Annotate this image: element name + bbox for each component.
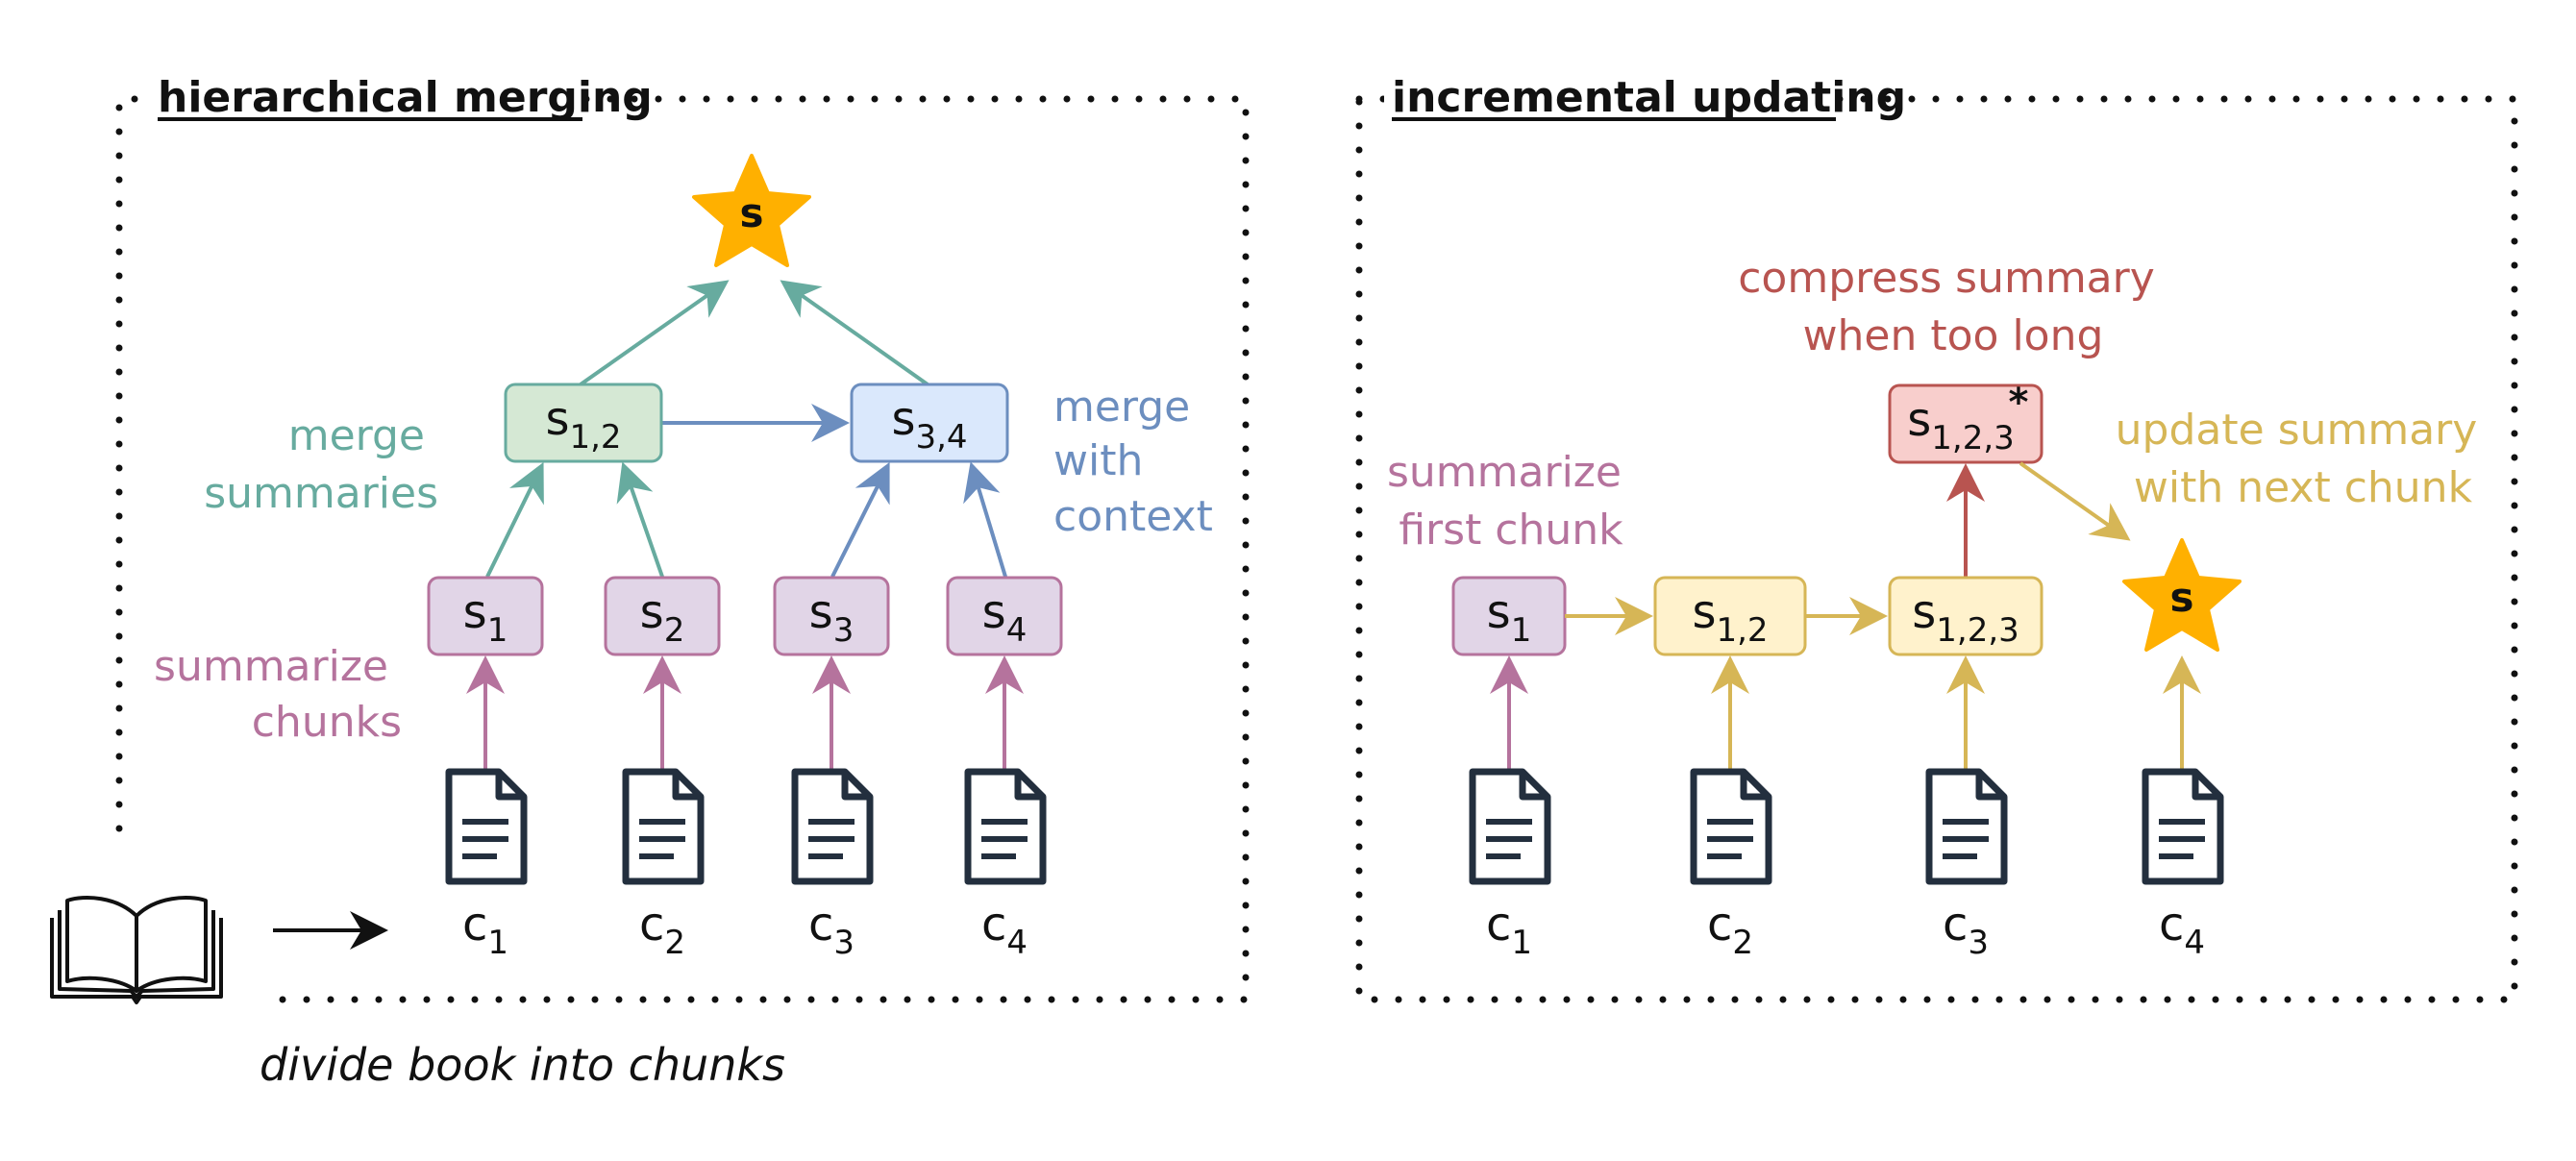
arrow-s4-to-s34 [963, 461, 1007, 578]
summary-node-s3-sub: 3 [833, 611, 855, 650]
merge-node-s12: s1,2 [504, 383, 663, 463]
document-icon [1469, 768, 1551, 885]
summary-node-s4-sub: 4 [1006, 611, 1028, 650]
chunk-label-c2: c2 [1707, 898, 1753, 962]
annotation-merge-with-context: merge with context [1053, 383, 1213, 541]
summary-node-s4: s4 [946, 576, 1063, 656]
chain-node-s1: s1 [1451, 576, 1567, 656]
svg-text:s1,2: s1,2 [545, 392, 621, 457]
arrow-s3-to-s34 [830, 461, 890, 578]
summary-node-s3: s3 [773, 576, 890, 656]
summary-node-s3-base: s [809, 585, 833, 639]
svg-text:s1,2,3: s1,2,3 [1907, 393, 2015, 457]
book-icon [50, 896, 223, 1004]
summary-node-s1: s1 [427, 576, 544, 656]
summary-node-s2-base: s [640, 585, 664, 639]
merge-node-s34-base: s [891, 392, 915, 446]
arrow-compressed-to-final [2019, 461, 2131, 541]
svg-text:s4: s4 [982, 585, 1028, 650]
annotation-update-summary: update summary with next chunk [2116, 406, 2491, 512]
chunk-label-c4: c4 [981, 898, 1028, 962]
arrow-s2-to-s12 [616, 461, 664, 578]
chain-node-s1-sub: 1 [1511, 611, 1532, 650]
chain-node-s1-base: s [1487, 585, 1511, 639]
svg-text:s1: s1 [463, 585, 508, 650]
svg-text:s1,2: s1,2 [1692, 585, 1768, 650]
document-icon [622, 768, 705, 885]
summary-node-s2: s2 [604, 576, 721, 656]
merge-node-s12-base: s [545, 392, 569, 446]
final-summary-label: s [2170, 574, 2194, 621]
summary-node-s2-sub: 2 [664, 611, 685, 650]
chunk-label-c2: c2 [639, 898, 685, 962]
svg-text:s3: s3 [809, 585, 855, 650]
caption-divide-book: divide book into chunks [260, 1039, 785, 1091]
left-panel-title: hierarchical merging [158, 73, 653, 122]
svg-text:s1: s1 [1487, 585, 1532, 650]
annotation-summarize-first-chunk: summarize first chunk [1387, 448, 1635, 555]
annotation-compress-summary: compress summary when too long [1738, 254, 2168, 360]
arrow-s1-to-s12 [485, 461, 544, 578]
left-panel: hierarchical merging s s1,2 s3,4 [115, 67, 1250, 1003]
document-icon [964, 768, 1047, 885]
chain-node-s12-base: s [1692, 585, 1716, 639]
compressed-node-mark: * [2009, 381, 2029, 425]
chunk-label-c3: c3 [808, 898, 855, 962]
arrow-s12-to-root [579, 280, 730, 386]
summary-node-s4-base: s [982, 585, 1006, 639]
left-panel-border [115, 95, 1250, 1003]
compressed-node-s123: s1,2,3 * [1888, 381, 2043, 464]
chain-node-s123-base: s [1912, 585, 1936, 639]
right-panel-title: incremental updating [1392, 73, 1906, 122]
document-icon [1925, 768, 2008, 885]
merge-node-s12-sub: 1,2 [569, 418, 621, 457]
chunk-label-c1: c1 [462, 898, 508, 962]
root-summary-label: s [740, 189, 764, 236]
document-icon [1690, 768, 1772, 885]
summary-node-s1-base: s [463, 585, 487, 639]
merge-node-s34: s3,4 [850, 383, 1009, 463]
arrow-s34-to-root [780, 280, 929, 386]
right-panel: incremental updating compress summary wh… [1355, 67, 2518, 1003]
svg-text:s3,4: s3,4 [891, 392, 967, 457]
merge-node-s34-sub: 3,4 [915, 418, 967, 457]
document-icon [791, 768, 874, 885]
summary-node-s1-sub: 1 [487, 611, 508, 650]
chain-node-s12-sub: 1,2 [1716, 611, 1768, 650]
final-summary-star: s [2122, 538, 2242, 652]
chain-node-s12: s1,2 [1653, 576, 1807, 656]
chunk-label-c3: c3 [1943, 898, 1989, 962]
root-summary-star: s [692, 154, 811, 267]
compressed-node-sub: 1,2,3 [1931, 419, 2015, 457]
chain-node-s123-sub: 1,2,3 [1936, 611, 2019, 650]
document-icon [445, 768, 528, 885]
annotation-merge-summaries: merge summaries [204, 411, 438, 518]
svg-text:s1,2,3: s1,2,3 [1912, 585, 2019, 650]
document-icon [2142, 768, 2224, 885]
right-panel-border [1355, 95, 2518, 1003]
compressed-node-base: s [1907, 393, 1931, 447]
svg-text:s2: s2 [640, 585, 685, 650]
chunk-label-c4: c4 [2159, 898, 2205, 962]
chunk-label-c1: c1 [1486, 898, 1532, 962]
annotation-summarize-chunks: summarize chunks [154, 642, 402, 747]
chain-node-s123: s1,2,3 [1888, 576, 2043, 656]
